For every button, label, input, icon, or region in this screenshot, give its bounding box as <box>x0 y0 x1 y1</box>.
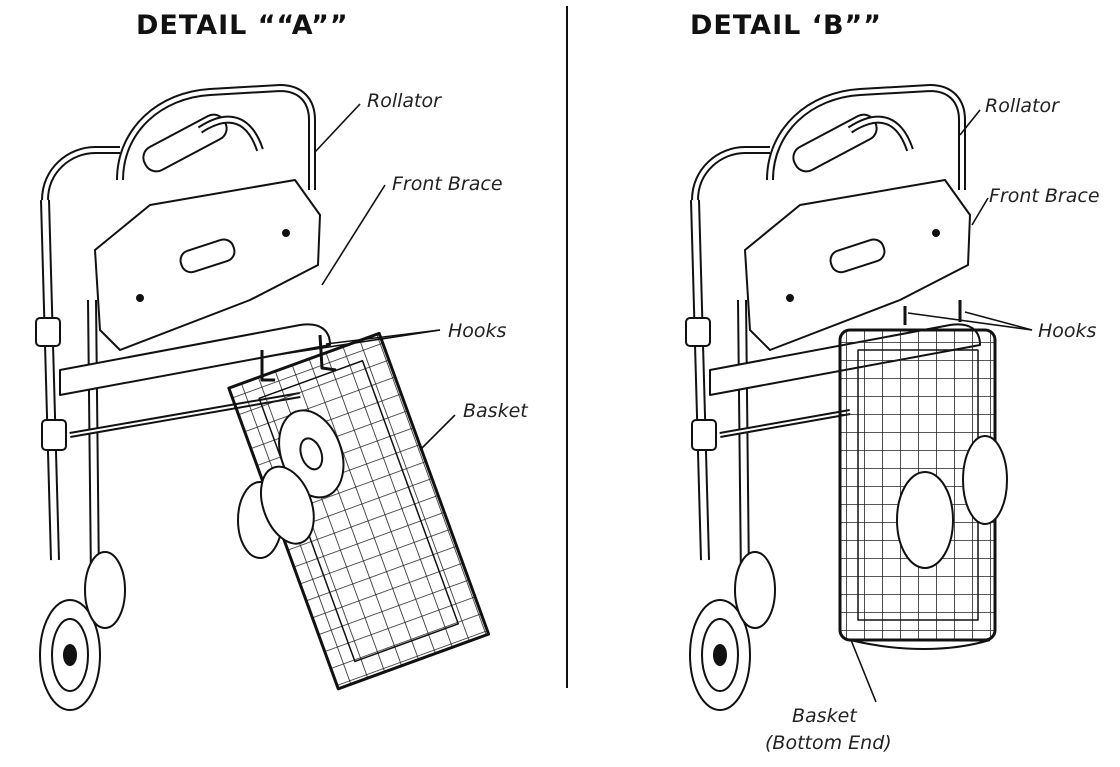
label-front-brace-a: Front Brace <box>392 173 503 195</box>
label-rollator-b: Rollator <box>985 95 1059 117</box>
leader-front-brace-b <box>971 197 989 226</box>
leader-hooks-b-1 <box>907 312 1033 331</box>
leader-rollator-b <box>959 109 981 136</box>
leader-basket-a <box>419 414 456 451</box>
leader-hooks-a-1 <box>269 329 441 357</box>
detail-a-leaders <box>269 103 456 451</box>
leader-rollator-a <box>314 103 361 153</box>
label-rollator-a: Rollator <box>367 90 441 112</box>
leader-front-brace-a <box>321 184 386 286</box>
detail-a-title: DETAIL ““A”” <box>136 10 349 41</box>
detail-b-drawing <box>685 84 1008 711</box>
detail-b-leaders <box>850 109 1033 703</box>
leader-hooks-b-2 <box>964 311 1033 331</box>
leader-basket-b <box>850 639 877 703</box>
detail-a-drawing <box>35 84 491 711</box>
label-front-brace-b: Front Brace <box>989 185 1100 207</box>
label-basket-b-line1: Basket <box>792 705 857 727</box>
label-hooks-b: Hooks <box>1038 320 1097 342</box>
label-basket-a: Basket <box>463 400 528 422</box>
label-hooks-a: Hooks <box>448 320 507 342</box>
detail-b-title: DETAIL ‘B”” <box>690 10 883 41</box>
leader-hooks-a-2 <box>325 329 441 345</box>
label-basket-b-line2: (Bottom End) <box>765 732 892 754</box>
